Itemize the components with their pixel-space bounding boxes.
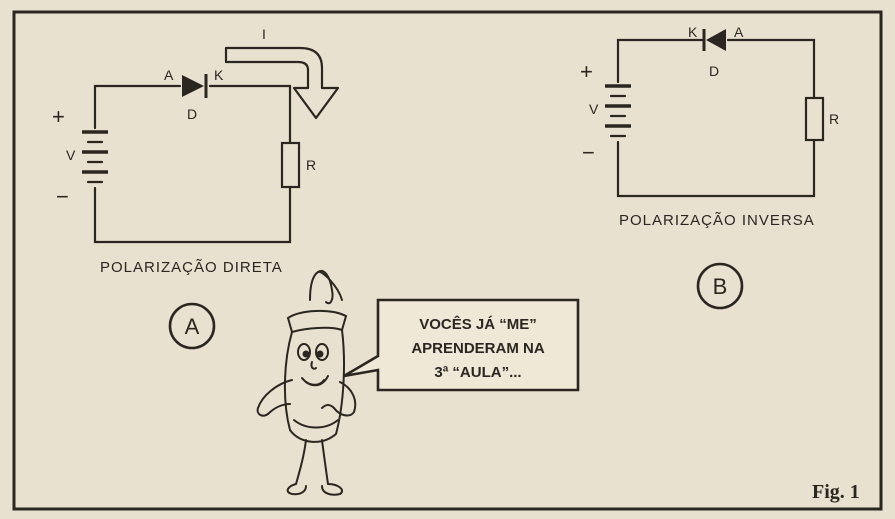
anode-label-b: A	[734, 24, 744, 40]
diode-a	[182, 74, 208, 98]
wire-a-left-top	[93, 84, 182, 130]
resistor-label-b: R	[829, 111, 839, 127]
bubble-line-1: VOCÊS JÁ “ME”	[419, 315, 537, 333]
circuit-a: I A K D + V − R POLARIZAÇÃO DIRETA A	[52, 26, 340, 350]
cathode-label-b: K	[688, 24, 698, 40]
diode-label-b: D	[709, 63, 719, 79]
battery-b	[605, 84, 631, 138]
anode-label-a: A	[164, 67, 174, 83]
bubble-line-2: APRENDERAM NA	[411, 340, 545, 357]
figure-frame	[12, 10, 883, 511]
circle-label-b-ring	[696, 262, 744, 310]
circle-label-a-ring	[168, 302, 216, 350]
figure-label: Fig. 1	[812, 481, 860, 503]
caption-a: POLARIZAÇÃO DIRETA	[100, 259, 283, 276]
diode-label-a: D	[187, 106, 197, 122]
minus-sign-a: −	[56, 184, 69, 209]
caption-b: POLARIZAÇÃO INVERSA	[619, 212, 815, 229]
current-arrow	[224, 46, 340, 120]
circle-label-b: B	[713, 274, 728, 299]
speech-bubble: VOCÊS JÁ “ME” APRENDERAM NA 3ª “AULA”...	[343, 298, 580, 392]
wire-b-left-top	[616, 38, 704, 84]
circuit-b: K A D + V − R POLARIZAÇÃO INVERSA B	[580, 24, 839, 310]
plus-sign-b: +	[580, 59, 593, 84]
minus-sign-b: −	[582, 140, 595, 165]
current-label: I	[262, 26, 266, 42]
wire-a-bottom	[93, 185, 292, 244]
cathode-label-a: K	[214, 67, 224, 83]
battery-label-a: V	[66, 147, 76, 163]
resistor-label-a: R	[306, 157, 316, 173]
resistor-b	[804, 96, 825, 142]
bubble-line-3: 3ª “AULA”...	[434, 364, 521, 381]
wire-b-bottom	[616, 138, 816, 198]
battery-label-b: V	[589, 101, 599, 117]
wire-a-right-top	[208, 84, 292, 145]
diode-mascot-illustration	[256, 270, 357, 496]
diode-b	[702, 29, 726, 51]
circle-label-a: A	[185, 314, 200, 339]
plus-sign-a: +	[52, 104, 65, 129]
battery-a	[82, 130, 108, 184]
wire-b-right-top	[726, 38, 816, 100]
resistor-a	[280, 141, 301, 189]
